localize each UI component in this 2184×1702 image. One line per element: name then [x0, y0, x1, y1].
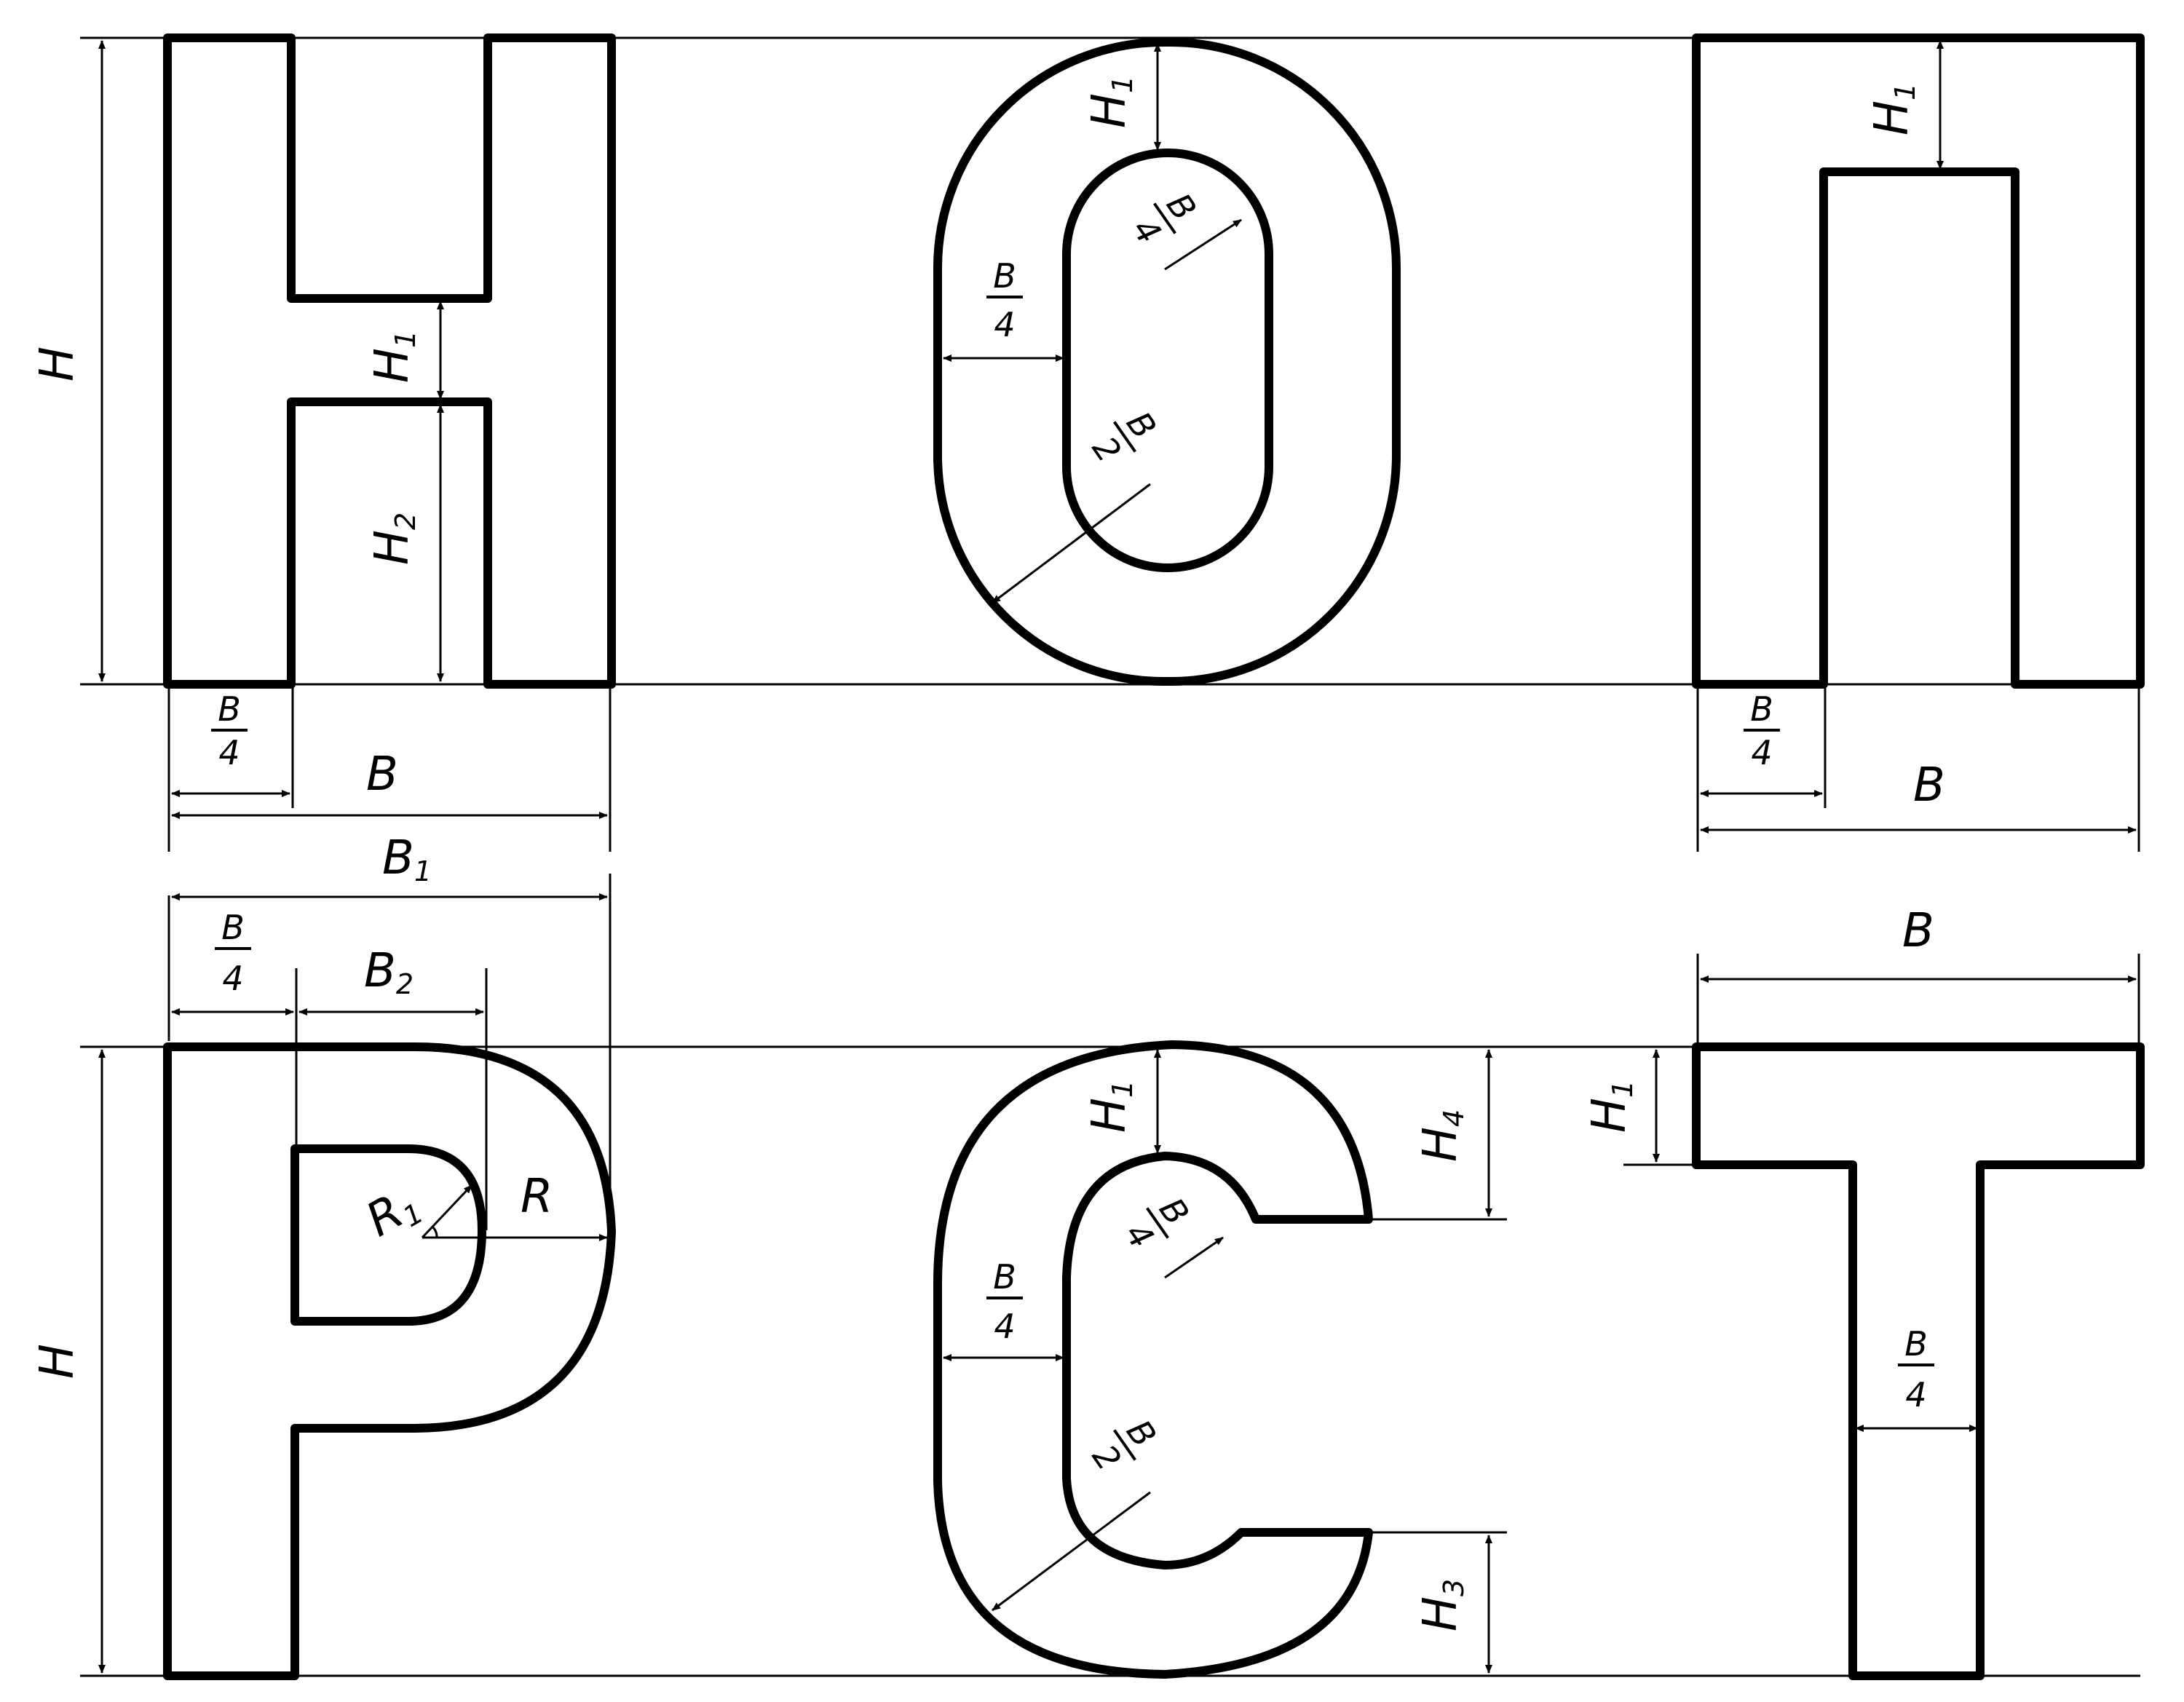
svg-text:B: B	[993, 1257, 1016, 1297]
letter-es-dimensions: H1 H4 H3 B 4 B 4 B 2	[943, 1049, 1507, 1674]
svg-text:B: B	[1750, 689, 1773, 729]
svg-text:B1: B1	[382, 831, 432, 887]
letter-er-cyrillic	[163, 1042, 616, 1680]
svg-text:H1: H1	[1583, 1080, 1639, 1133]
dim-label-b: B	[366, 748, 398, 801]
dim-label-h-er: H	[31, 1344, 84, 1379]
dim-label-h: H	[31, 347, 84, 381]
letter-te-dimensions: B H1 B 4	[1583, 904, 2140, 1432]
svg-text:H3: H3	[1414, 1579, 1470, 1631]
svg-text:4: 4	[218, 733, 240, 772]
svg-text:H1: H1	[1083, 1080, 1139, 1133]
dim-label-b-pe: B	[1913, 759, 1945, 812]
dim-label-b-over-4-er: B 4	[215, 908, 251, 998]
letter-pe-cyrillic	[1692, 33, 2145, 689]
dim-label-r: R	[521, 1170, 553, 1224]
svg-text:H1: H1	[1865, 83, 1921, 135]
dim-label-b-te: B	[1902, 904, 1934, 958]
letter-te-cyrillic	[1692, 1042, 2145, 1680]
dim-label-b-over-4: B 4	[211, 689, 248, 772]
letter-n-dimensions: H H1 H2 B 4 B	[31, 40, 612, 852]
letter-o-cyrillic	[933, 38, 1401, 686]
dim-label-h1-es: H	[1083, 1098, 1136, 1133]
dim-label-h2: H	[365, 530, 419, 565]
svg-text:H1: H1	[1083, 76, 1139, 128]
letter-er-dimensions: B1 B 4 B2 H R R1	[31, 831, 612, 1674]
letter-n-cyrillic	[163, 33, 616, 689]
dim-label-b2: B	[364, 944, 396, 998]
dim-label-b-over-4-es-wall: B 4	[986, 1257, 1023, 1346]
svg-text:H1: H1	[365, 330, 422, 383]
svg-text:4: 4	[994, 305, 1015, 344]
dim-label-b1: B	[382, 831, 414, 885]
dim-label-b-over-2-es-outer-radius: B 2	[1085, 1413, 1164, 1478]
svg-text:4: 4	[1751, 733, 1772, 772]
dim-label-b-over-4-es-inner-radius: B 4	[1117, 1191, 1197, 1256]
svg-text:B: B	[1904, 1324, 1928, 1363]
svg-text:B: B	[218, 689, 241, 729]
dim-label-b-over-2-o-outer-radius: B 2	[1085, 405, 1164, 470]
dim-label-h4: H	[1414, 1127, 1468, 1162]
dim-label-h1-pe: H	[1865, 100, 1919, 135]
svg-text:H2: H2	[365, 512, 422, 565]
svg-text:H4: H4	[1414, 1109, 1470, 1162]
letter-pe-dimensions: H1 B 4 B	[1696, 40, 2140, 852]
dim-label-h3: H	[1414, 1596, 1468, 1631]
letter-es-cyrillic	[933, 1040, 1373, 1679]
dim-label-h1-o: H	[1083, 93, 1136, 128]
svg-text:4: 4	[1905, 1375, 1926, 1414]
svg-text:B2: B2	[364, 944, 414, 1000]
dim-label-h1-te: H	[1583, 1098, 1637, 1133]
dim-label-b-over-4-o-inner-radius: B 4	[1125, 186, 1204, 251]
dim-label-h1: H	[365, 348, 419, 383]
svg-text:B: B	[221, 908, 245, 947]
dim-label-b-over-4-te: B 4	[1898, 1324, 1934, 1414]
dim-label-b-over-4-pe: B 4	[1744, 689, 1780, 772]
svg-text:4: 4	[222, 959, 243, 998]
svg-text:4: 4	[994, 1307, 1015, 1346]
letter-o-dimensions: H1 B 4 B 4 B 2	[943, 43, 1242, 604]
svg-text:B: B	[993, 256, 1016, 296]
dim-label-b-over-4-o-wall: B 4	[986, 256, 1023, 344]
svg-text:R1: R1	[357, 1176, 429, 1249]
